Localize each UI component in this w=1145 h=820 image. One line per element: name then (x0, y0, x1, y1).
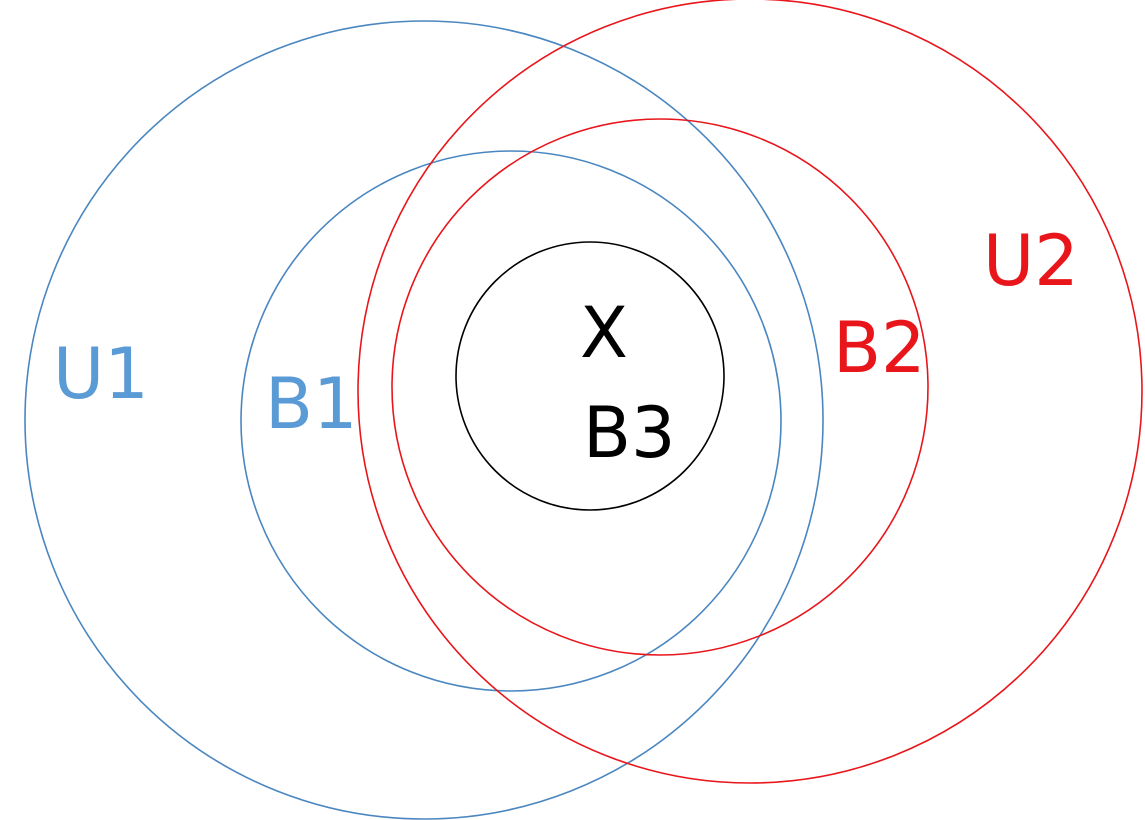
label-b1: B1 (265, 363, 358, 445)
label-x: X (580, 292, 628, 374)
circle-b2 (391, 118, 929, 656)
label-u2: U2 (983, 220, 1079, 302)
label-u1: U1 (53, 333, 149, 415)
label-b2: B2 (833, 307, 926, 389)
label-b3: B3 (583, 392, 676, 474)
circle-u2 (357, 0, 1143, 784)
circle-x (455, 241, 725, 511)
circle-u1 (24, 20, 824, 820)
circle-b1 (240, 150, 782, 692)
